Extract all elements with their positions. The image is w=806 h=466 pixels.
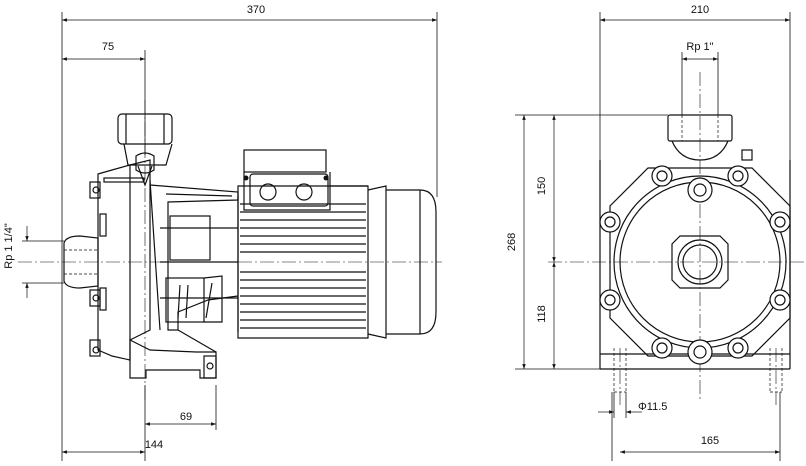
dimension-label: 210 <box>691 4 709 16</box>
flange-bolts <box>599 165 791 365</box>
dimension-foot-offset: 144 <box>62 439 163 454</box>
pump-foot <box>129 329 217 379</box>
dimension-label: Rp 1" <box>686 41 713 53</box>
dimension-overall-length: 370 <box>62 4 437 22</box>
dimension-label: 268 <box>506 233 518 251</box>
terminal-box <box>243 149 368 211</box>
dimension-overall-height: 268 <box>506 115 526 369</box>
motor-bracket <box>149 184 239 332</box>
motor-housing <box>237 185 437 339</box>
discharge-outlet <box>117 113 173 187</box>
dimension-label: Φ11.5 <box>638 401 667 413</box>
pump-casing <box>89 159 161 361</box>
dimension-overall-width: 210 <box>600 4 790 22</box>
dimension-foot-width: 69 <box>145 411 216 426</box>
dimension-label: 118 <box>536 305 548 323</box>
outlet-port <box>667 114 753 161</box>
suction-port <box>671 235 729 289</box>
dimension-label: 150 <box>536 177 548 195</box>
dimension-bolt-spacing: 165 <box>620 435 780 454</box>
dimension-label: 370 <box>247 4 265 16</box>
dimension-label: Rp 1 1/4" <box>3 223 15 269</box>
dimension-bolt-hole: Φ11.5 <box>598 392 667 418</box>
dimension-suction-offset: 75 <box>62 41 145 61</box>
dimension-shaft-height: 118 <box>536 262 556 369</box>
front-view: 210 Rp 1" 268 150 118 Φ11.5 <box>506 4 804 461</box>
dimension-label: 75 <box>102 41 114 53</box>
dimension-upper-height: 150 <box>536 115 556 262</box>
side-view: 370 75 69 144 Rp 1 1/4" <box>3 4 442 461</box>
dimension-inlet-thread: Rp 1 1/4" <box>3 223 64 298</box>
dimension-outlet-thread: Rp 1" <box>682 41 718 61</box>
dimension-label: 69 <box>180 411 192 423</box>
dimension-label: 144 <box>145 439 163 451</box>
dimension-label: 165 <box>701 435 719 447</box>
